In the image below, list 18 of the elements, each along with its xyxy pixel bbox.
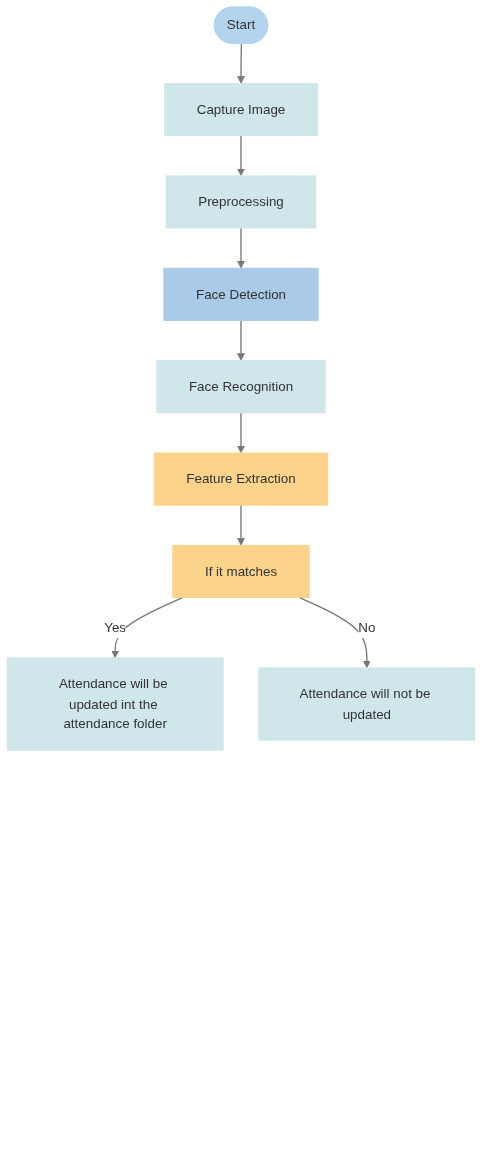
arrow [111, 596, 184, 659]
node-box: Face Detection [163, 267, 319, 321]
arrow [237, 227, 245, 269]
node-box: Face Recognition [156, 360, 326, 414]
node-box: If it matches [172, 544, 310, 599]
arrow [237, 43, 245, 84]
edge-label: Yes [104, 619, 127, 635]
arrow [237, 135, 245, 177]
arrow [298, 596, 371, 669]
node-box: Preprocessing [165, 175, 317, 229]
arrow [237, 412, 245, 454]
node-box: Capture Image [164, 83, 318, 137]
node-box: Feature Extraction [153, 452, 329, 506]
node-box: Attendance will not be updated [258, 667, 476, 741]
edge-label: No [358, 619, 376, 635]
arrow [237, 504, 245, 546]
node-box: Attendance will be updated int the attendance folder [6, 657, 224, 751]
arrow [237, 319, 245, 361]
